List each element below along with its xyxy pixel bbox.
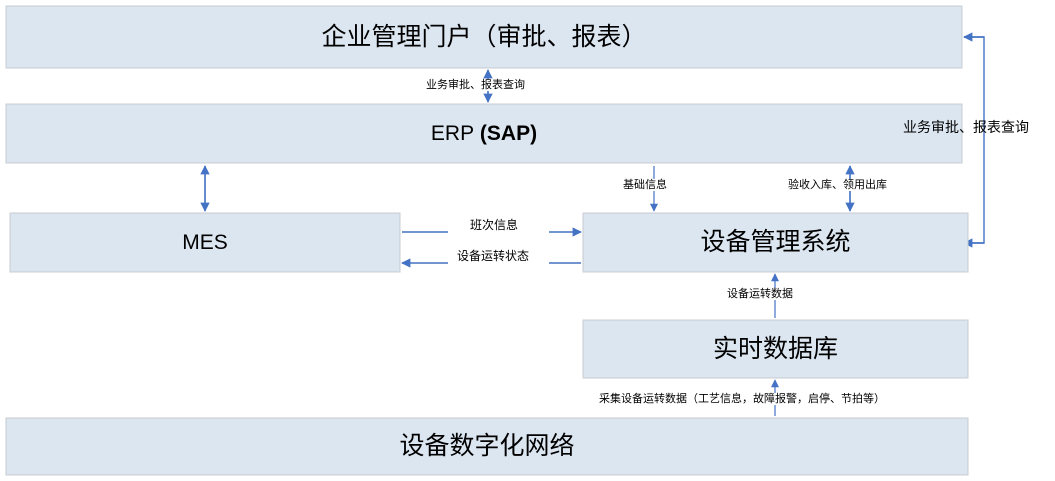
node-realtime-database-label: 实时数据库: [712, 334, 838, 363]
edge-label-shift-info: 班次信息: [468, 218, 521, 233]
node-erp-label: ERP (SAP): [431, 123, 537, 144]
edge-label-inventory: 验收入库、领用出库: [786, 179, 889, 192]
node-equipment-management-system[interactable]: 设备管理系统: [583, 213, 968, 272]
node-equipment-digital-network-label: 设备数字化网络: [399, 432, 575, 460]
node-erp-label-plain: ERP: [430, 122, 475, 145]
edge-label-side-bus: 业务审批、报表查询: [903, 119, 1029, 135]
node-mes-label: MES: [182, 231, 228, 254]
node-enterprise-portal[interactable]: 企业管理门户（审批、报表）: [6, 6, 962, 68]
node-erp[interactable]: ERP (SAP): [6, 104, 962, 163]
node-realtime-database[interactable]: 实时数据库: [583, 320, 968, 378]
node-equipment-digital-network[interactable]: 设备数字化网络: [6, 418, 968, 475]
node-equipment-management-system-label: 设备管理系统: [700, 228, 851, 256]
edge-label-basic-info: 基础信息: [621, 179, 669, 192]
edge-label-equipment-runtime-data: 设备运转数据: [725, 288, 795, 301]
edge-label-collect-runtime-data: 采集设备运转数据（工艺信息，故障报警，启停、节拍等）: [597, 393, 887, 406]
node-mes[interactable]: MES: [10, 213, 400, 272]
node-erp-label-bold: (SAP): [479, 122, 538, 145]
node-enterprise-portal-label: 企业管理门户（审批、报表）: [321, 22, 647, 51]
edge-label-portal-erp: 业务审批、报表查询: [424, 79, 527, 92]
edge-label-equipment-status: 设备运转状态: [455, 249, 532, 264]
